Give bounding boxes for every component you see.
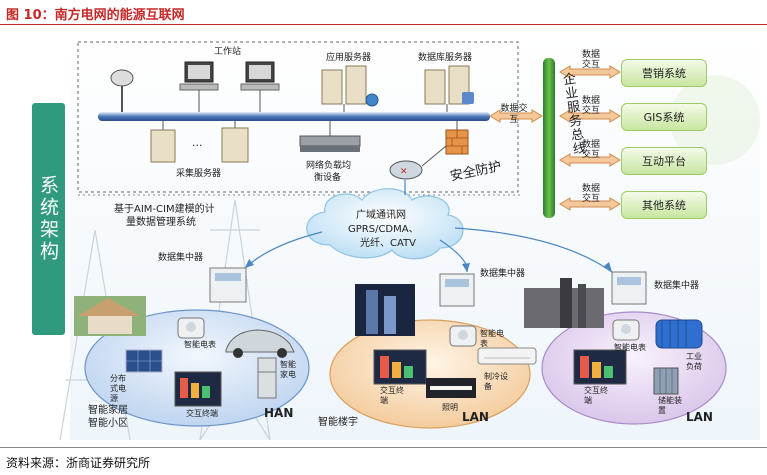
db-server-label: 数据库服务器 xyxy=(418,53,473,63)
lan-building-zone xyxy=(329,319,531,429)
figure-title: 图 10：南方电网的能源互联网 xyxy=(6,8,185,23)
system-exchange-label: 数据交互 xyxy=(581,96,600,116)
concentrator-label: 数据集中器 xyxy=(654,281,700,291)
exchange-label: 数据交互 xyxy=(500,104,528,125)
lighting-icon xyxy=(426,378,476,398)
system-exchange-label: 数据交互 xyxy=(581,184,600,204)
interactive-platform-box: 互动平台 xyxy=(621,147,707,175)
database-server-icon xyxy=(424,65,474,112)
firewall-icon xyxy=(421,121,469,167)
workstation-icon xyxy=(240,61,280,112)
distributed-power-label: 分布式电源 xyxy=(110,374,126,403)
app-server-icon xyxy=(321,65,379,112)
interactive-terminal-icon xyxy=(174,371,222,407)
lan1-label: LAN xyxy=(462,410,489,424)
gis-system-label: GIS系统 xyxy=(643,111,685,124)
electric-car-icon xyxy=(225,329,295,358)
concentrator-icon xyxy=(611,271,647,305)
interactive-terminal-icon xyxy=(573,349,627,385)
link-arrowheads xyxy=(245,259,612,272)
other-systems-label: 其他系统 xyxy=(642,199,686,212)
interactive-platform-label: 互动平台 xyxy=(642,155,686,168)
industrial-load-label: 工业负荷 xyxy=(686,352,702,371)
concentrator-label: 数据集中器 xyxy=(158,253,204,263)
svg-text:✕: ✕ xyxy=(400,167,408,177)
mdms-label-2: 量数据管理系统 xyxy=(126,217,196,228)
smart-building-label: 智能楼宇 xyxy=(318,417,358,428)
enterprise-bus xyxy=(543,58,555,218)
lan1-terminal-label: 交互终端 xyxy=(380,386,404,405)
load-balancer-label-2: 衡设备 xyxy=(314,173,342,183)
system-exchange-label: 数据交互 xyxy=(581,50,600,70)
storage-label: 储能装置 xyxy=(658,396,682,415)
system-exchange-label: 数据交互 xyxy=(581,140,600,160)
smart-community-label: 智能小区 xyxy=(88,418,128,429)
workstation-label: 工作站 xyxy=(214,47,242,57)
ellipsis-label: ... xyxy=(192,136,203,149)
collect-server-icon xyxy=(150,121,249,163)
solar-panel-icon xyxy=(125,349,163,373)
concentrator-label: 数据集中器 xyxy=(480,269,526,279)
house-image xyxy=(74,296,146,336)
lan1-smart-meter-label: 智能电表 xyxy=(480,329,504,348)
interactive-terminal-icon xyxy=(373,349,427,385)
load-balancer-icon xyxy=(299,121,361,152)
router-icon: ✕ xyxy=(389,160,423,180)
server-zone xyxy=(77,41,519,193)
han-terminal-label: 交互终端 xyxy=(186,409,218,418)
mdms-label-1: 基于AIM-CIM建模的计 xyxy=(114,204,215,215)
smart-home-label: 智能家居 xyxy=(88,405,128,416)
app-server-label: 应用服务器 xyxy=(326,53,372,63)
han-label: HAN xyxy=(264,406,294,420)
han-smart-appliance-label: 智能家电 xyxy=(280,360,296,379)
server-bus xyxy=(98,112,490,121)
system-architecture-label: 系统架构 xyxy=(32,103,65,335)
industrial-motor-icon xyxy=(655,319,703,349)
collect-server-label: 采集服务器 xyxy=(176,169,222,179)
concentrator-icon xyxy=(209,267,247,303)
wan-label-1: 广域通讯网 xyxy=(356,210,406,221)
cooling-label: 制冷设备 xyxy=(484,372,508,391)
wan-label-2: GPRS/CDMA、 xyxy=(348,224,419,235)
lighting-label: 照明 xyxy=(442,403,458,412)
lan2-terminal-label: 交互终端 xyxy=(584,386,608,405)
tree-backdrop xyxy=(670,75,760,165)
satellite-dish-icon xyxy=(110,69,134,112)
marketing-system-label: 营销系统 xyxy=(642,67,686,80)
other-systems-box: 其他系统 xyxy=(621,191,707,219)
workstation-icon xyxy=(179,61,219,112)
wan-label-3: 光纤、CATV xyxy=(360,238,416,249)
smart-meter-icon xyxy=(177,317,205,339)
lan2-label: LAN xyxy=(686,410,713,424)
footer-rule xyxy=(0,447,767,448)
concentrator-icon xyxy=(439,273,475,307)
wan-cloud xyxy=(306,188,464,260)
air-conditioner-icon xyxy=(477,347,537,365)
source-note: 资料来源：浙商证券研究所 xyxy=(6,456,151,470)
battery-storage-icon xyxy=(653,367,679,395)
fridge-icon xyxy=(257,357,277,399)
smart-meter-icon xyxy=(612,319,640,341)
title-rule xyxy=(0,24,767,25)
han-smart-meter-label: 智能电表 xyxy=(184,340,216,349)
load-balancer-label-1: 网络负载均 xyxy=(306,161,352,171)
office-building-image xyxy=(355,284,415,336)
lan2-smart-meter-label: 智能电表 xyxy=(614,343,646,352)
exchange-arrow xyxy=(489,109,543,123)
factory-image xyxy=(524,278,604,328)
gis-system-box: GIS系统 xyxy=(621,103,707,131)
system-arrows xyxy=(559,65,621,211)
marketing-system-box: 营销系统 xyxy=(621,59,707,87)
smart-meter-icon xyxy=(449,325,477,347)
